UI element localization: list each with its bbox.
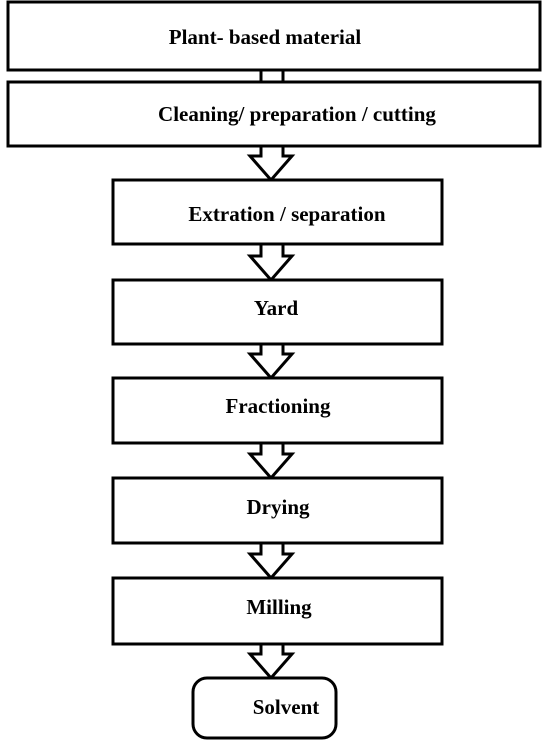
step-label-plant-based-material: Plant- based material [169,25,362,49]
flow-boxes [6,0,542,740]
flow-arrows [246,68,296,681]
step-box-yard [111,278,444,346]
step-box-drying [111,476,444,545]
flow-labels: Plant- based material Cleaning/ preparat… [158,25,436,719]
step-label-cleaning: Cleaning/ preparation / cutting [158,102,436,126]
flow-arrow [259,68,285,84]
flow-arrow [246,144,296,183]
step-box-cleaning [6,80,542,148]
step-label-milling: Milling [246,595,312,619]
step-label-fractioning: Fractioning [226,394,331,418]
flow-arrow [246,441,296,481]
flow-arrow [246,342,296,381]
step-label-yard: Yard [254,296,299,320]
step-box-milling [111,576,444,646]
flow-arrow [246,242,296,283]
step-box-extraction [111,178,444,246]
flow-arrow [246,642,296,681]
step-label-extraction: Extration / separation [188,202,385,226]
flow-arrow [246,541,296,581]
step-box-solvent [191,676,338,740]
step-box-fractioning [111,376,444,445]
step-label-solvent: Solvent [253,695,320,719]
step-label-drying: Drying [247,495,311,519]
step-box-plant-based-material [6,0,542,72]
